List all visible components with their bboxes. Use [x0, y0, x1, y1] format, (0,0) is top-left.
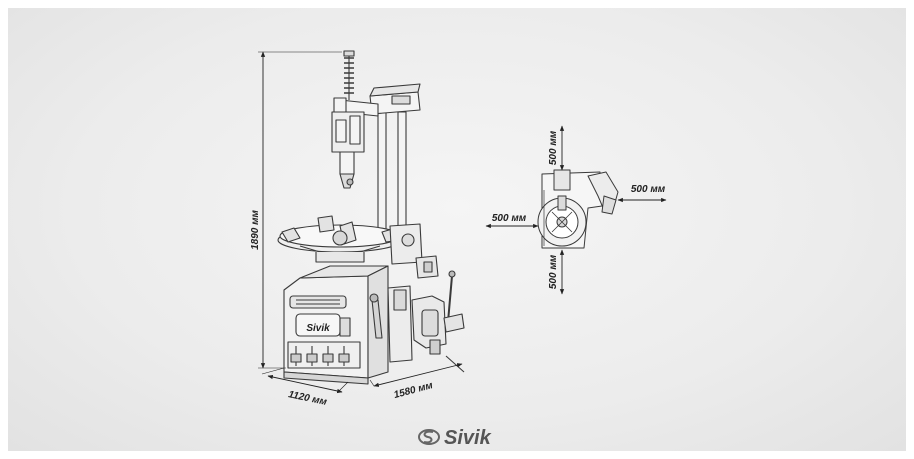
top-view-footprint: [537, 169, 619, 249]
dimension-width: [261, 367, 349, 394]
dimension-height: [258, 51, 342, 369]
machine-cabinet: Sivik: [283, 265, 389, 385]
tower-base: [389, 223, 439, 279]
width-label: 1120 мм: [287, 389, 328, 408]
height-label: 1890 мм: [250, 209, 261, 249]
machine-tower: [369, 83, 421, 249]
dimension-depth: [369, 363, 463, 387]
tire-changer-machine: Sivik: [277, 50, 465, 385]
mount-shaft: [331, 50, 365, 189]
clearance-right-label: 500 мм: [631, 184, 666, 195]
depth-label: 1580 мм: [393, 380, 435, 401]
clearance-top-label: 500 мм: [548, 130, 559, 165]
brand-name: Sivik: [444, 427, 492, 449]
brand-logo: Sivik: [418, 427, 492, 449]
cabinet-brand-label: Sivik: [306, 323, 330, 334]
turntable: [277, 215, 403, 263]
clearance-left-label: 500 мм: [492, 213, 527, 224]
brand-emblem-icon: [418, 429, 440, 445]
clearance-bottom-label: 500 мм: [548, 254, 559, 289]
bead-breaker: [369, 270, 465, 373]
